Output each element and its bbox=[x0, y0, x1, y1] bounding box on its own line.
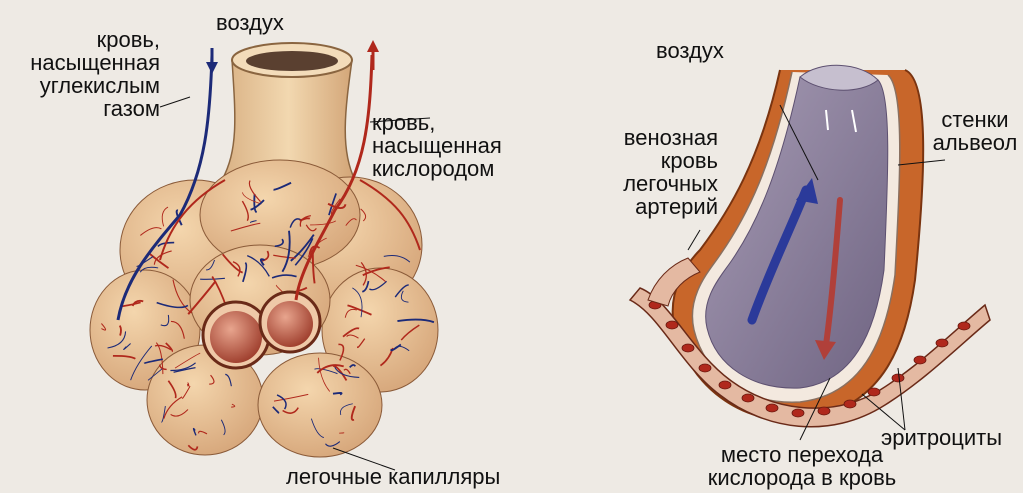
erythrocyte bbox=[936, 339, 948, 347]
label-venous-blood: венозная кровь легочных артерий bbox=[614, 126, 718, 218]
erythrocyte bbox=[792, 409, 804, 417]
erythrocyte bbox=[818, 407, 830, 415]
erythrocyte bbox=[699, 364, 711, 372]
label-o2-blood: кровь, насыщенная кислородом bbox=[372, 111, 502, 180]
erythrocyte bbox=[742, 394, 754, 402]
erythrocyte bbox=[914, 356, 926, 364]
erythrocyte bbox=[868, 388, 880, 396]
erythrocyte bbox=[844, 400, 856, 408]
label-capillaries: легочные капилляры bbox=[286, 465, 500, 488]
capillary-segment bbox=[188, 383, 189, 386]
erythrocyte bbox=[958, 322, 970, 330]
label-air-left: воздух bbox=[216, 11, 284, 34]
label-air-right: воздух bbox=[656, 39, 724, 62]
label-co2-blood: кровь, насыщенная углекислым газом bbox=[10, 28, 160, 120]
erythrocyte bbox=[719, 381, 731, 389]
label-transfer-site: место перехода кислорода в кровь bbox=[682, 443, 922, 489]
erythrocyte bbox=[666, 321, 678, 329]
erythrocyte bbox=[892, 374, 904, 382]
erythrocyte bbox=[682, 344, 694, 352]
label-alveoli-walls: стенки альвеол bbox=[930, 108, 1020, 154]
erythrocyte bbox=[766, 404, 778, 412]
